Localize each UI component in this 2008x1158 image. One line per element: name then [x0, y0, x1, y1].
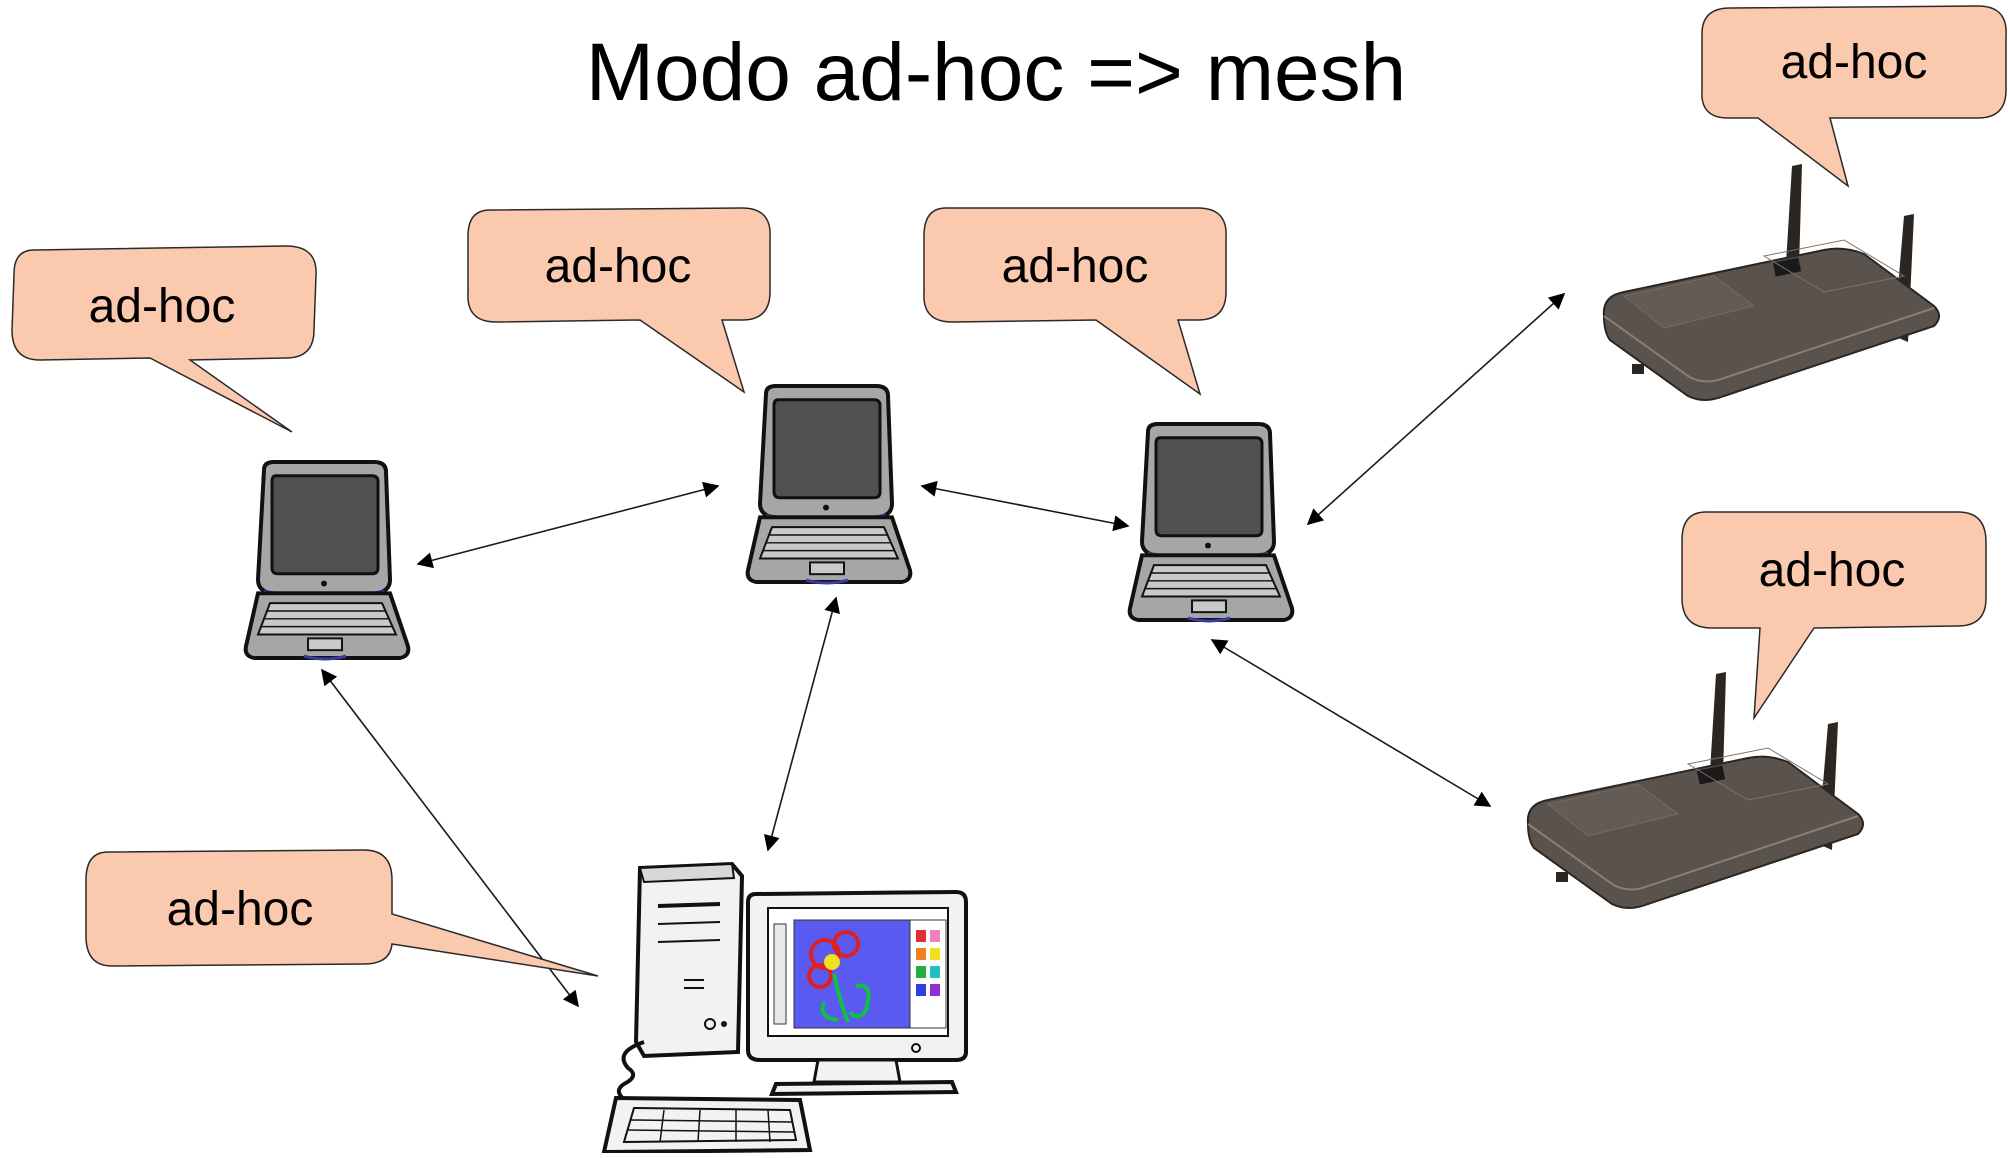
diagram-title: Modo ad-hoc => mesh [586, 27, 1406, 118]
wireless-router-icon [1526, 671, 1864, 909]
speech-bubble: ad-hoc [467, 207, 771, 394]
wireless-router-icon [1602, 163, 1940, 401]
bubble-label: ad-hoc [89, 280, 236, 333]
edge-laptop2-desktop [764, 596, 840, 852]
desktop-computer-icon [601, 861, 968, 1155]
speech-bubble: ad-hoc [85, 849, 599, 977]
edge-laptop1-desktop [321, 668, 579, 1008]
bubble-label: ad-hoc [545, 240, 692, 293]
edge-laptop1-laptop2 [416, 481, 720, 569]
bubble-label: ad-hoc [1781, 36, 1928, 89]
laptop-icon [243, 460, 411, 661]
edge-laptop3-router1 [1306, 292, 1566, 526]
bubble-label: ad-hoc [167, 883, 314, 936]
bubble-label: ad-hoc [1002, 240, 1149, 293]
edge-laptop3-router2 [1210, 639, 1492, 807]
speech-bubble: ad-hoc [1681, 511, 1987, 721]
connections [321, 292, 1566, 1008]
laptop-icon [1127, 422, 1295, 623]
speech-bubble: ad-hoc [923, 207, 1227, 396]
bubble-label: ad-hoc [1759, 544, 1906, 597]
laptop-icon [745, 384, 913, 585]
speech-bubble: ad-hoc [1701, 5, 2007, 188]
edge-laptop2-laptop3 [920, 480, 1130, 532]
speech-bubble: ad-hoc [11, 245, 317, 433]
